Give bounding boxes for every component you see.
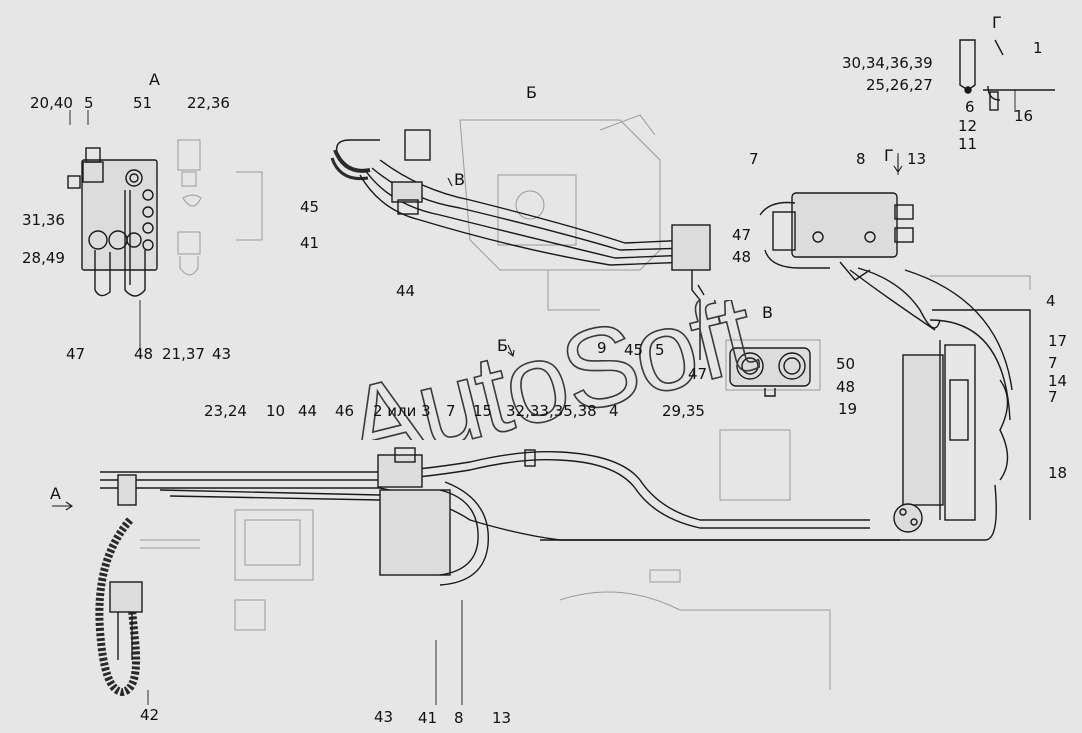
view-g-detail — [959, 39, 1055, 111]
callout-11: 11 — [958, 135, 978, 153]
callout-47-b: 47 — [732, 226, 752, 244]
callout-43-b: 43 — [374, 708, 394, 726]
view-a-valve-block — [67, 139, 263, 297]
callout-14: 14 — [1048, 372, 1068, 390]
callout-41: 41 — [300, 234, 320, 252]
callout-47-c: 47 — [688, 365, 708, 383]
view-a-heading: А — [149, 70, 160, 89]
callout-48-b: 48 — [732, 248, 752, 266]
callout-7-b: 7 — [1048, 354, 1058, 372]
callout-21-37: 21,37 — [162, 345, 205, 363]
view-b-assembly — [330, 114, 711, 360]
left-cable-loop — [95, 517, 143, 697]
callout-45: 45 — [300, 198, 320, 216]
callout-10: 10 — [266, 402, 286, 420]
callout-7-d: 7 — [446, 402, 456, 420]
callout-8: 8 — [856, 150, 866, 168]
callout-16: 16 — [1014, 107, 1034, 125]
callout-1: 1 — [1033, 39, 1043, 57]
callout-46: 46 — [335, 402, 355, 420]
callout-48-c: 48 — [836, 378, 856, 396]
callout-19: 19 — [838, 400, 858, 418]
callout-5-b: 5 — [655, 341, 665, 359]
callout-2-or-3: 2 или 3 — [373, 402, 431, 420]
callout-44: 44 — [396, 282, 416, 300]
right-column-assembly — [540, 340, 1009, 541]
callout-45-b: 45 — [624, 341, 644, 359]
callout-22-36: 22,36 — [187, 94, 230, 112]
view-v-arrow-label: В — [454, 170, 465, 189]
watermark: AutoSoft — [340, 300, 760, 440]
callout-9: 9 — [597, 339, 607, 357]
callout-32-33-35-38: 32,33,35,38 — [506, 402, 597, 420]
view-g-arrow-label: Г — [884, 146, 894, 165]
callout-51: 51 — [133, 94, 153, 112]
callout-31-36: 31,36 — [22, 211, 65, 229]
pump-assembly — [140, 429, 831, 690]
view-b-heading: Б — [526, 83, 537, 102]
callout-43: 43 — [212, 345, 232, 363]
view-b-arrow-label: Б — [497, 336, 508, 355]
callout-18: 18 — [1048, 464, 1068, 482]
callout-6: 6 — [965, 98, 975, 116]
callout-15: 15 — [473, 402, 493, 420]
callout-8-b: 8 — [454, 709, 464, 727]
callout-7: 7 — [749, 150, 759, 168]
callout-13-b: 13 — [492, 709, 512, 727]
callout-23-24: 23,24 — [204, 402, 247, 420]
callout-48: 48 — [134, 345, 154, 363]
callout-50: 50 — [836, 355, 856, 373]
callout-28-49: 28,49 — [22, 249, 65, 267]
callout-12: 12 — [958, 117, 978, 135]
callout-4-b: 4 — [609, 402, 619, 420]
callout-4: 4 — [1046, 292, 1056, 310]
callout-44-b: 44 — [298, 402, 318, 420]
view-a-arrow-label: А — [50, 484, 61, 503]
view-g-heading: Г — [992, 13, 1002, 32]
callout-42: 42 — [140, 706, 160, 724]
callout-20-40: 20,40 — [30, 94, 73, 112]
callout-13: 13 — [907, 150, 927, 168]
view-v-clamp — [725, 339, 821, 397]
callout-29-35: 29,35 — [662, 402, 705, 420]
callout-30-34-36-39: 30,34,36,39 — [842, 54, 933, 72]
callout-25-26-27: 25,26,27 — [866, 76, 933, 94]
callout-41-b: 41 — [418, 709, 438, 727]
view-v-heading: В — [762, 303, 773, 322]
main-hose-run — [100, 447, 900, 541]
callout-7-c: 7 — [1048, 388, 1058, 406]
callout-5: 5 — [84, 94, 94, 112]
callout-17: 17 — [1048, 332, 1068, 350]
callout-47: 47 — [66, 345, 86, 363]
